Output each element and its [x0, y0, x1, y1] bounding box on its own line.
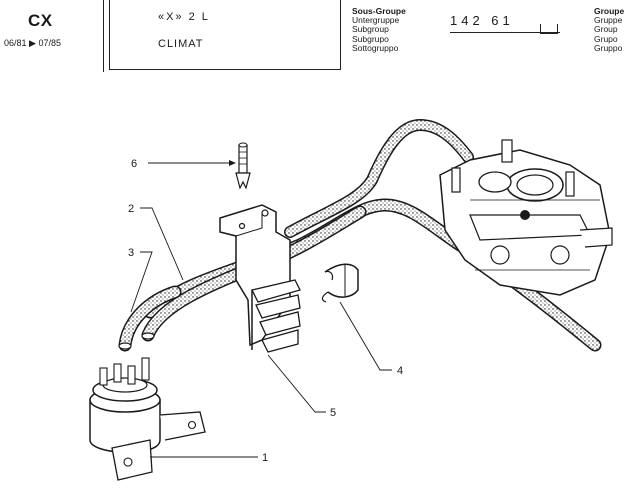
subgroup-labels: Sous-Groupe Untergruppe Subgroup Subgrup… — [352, 6, 406, 53]
group-label: Group — [594, 24, 618, 35]
actuator-part-1 — [89, 357, 206, 481]
callout-2: 2 — [128, 203, 134, 215]
engine-title: «X» 2 L — [158, 11, 210, 23]
subgroup-label: Subgroup — [352, 24, 389, 35]
number-box — [540, 24, 558, 34]
callout-1: 1 — [262, 452, 268, 464]
model-code: CX — [28, 11, 53, 30]
hose-part-3 — [118, 285, 182, 352]
title-box: «X» 2 L CLIMAT — [109, 0, 341, 70]
callout-3: 3 — [128, 247, 134, 259]
page-header: CX 06/81 ▶ 07/85 «X» 2 L CLIMAT Sous-Gro… — [0, 0, 635, 80]
subgroup-number-text: 142 61 — [450, 13, 514, 28]
subgroup-number: 142 61 — [450, 13, 560, 33]
callout-5: 5 — [330, 407, 336, 419]
group-label: Groupe — [594, 6, 625, 16]
upper-hose — [284, 118, 474, 238]
carburettor — [439, 139, 613, 296]
callout-6: 6 — [131, 158, 137, 170]
clip-part-5 — [251, 279, 301, 353]
group-label: Gruppe — [594, 15, 623, 26]
date-range: 06/81 ▶ 07/85 — [4, 38, 61, 48]
model-cell: CX 06/81 ▶ 07/85 — [0, 0, 104, 72]
clamp-part-4 — [321, 263, 359, 303]
subgroup-label: Subgrupo — [352, 33, 389, 44]
callout-4: 4 — [397, 365, 403, 377]
group-label: Grupo — [594, 33, 618, 44]
section-title: CLIMAT — [158, 38, 204, 50]
subgroup-label: Sottogruppo — [352, 42, 399, 53]
number-underline — [450, 32, 560, 33]
group-label: Gruppo — [594, 42, 623, 53]
subgroup-label: Sous-Groupe — [352, 6, 406, 16]
subgroup-label: Untergruppe — [352, 15, 400, 26]
callout-leaders: 6 2 3 4 5 1 — [128, 158, 403, 464]
group-labels: Groupe Gruppe Group Grupo Gruppo — [594, 6, 625, 53]
stud-part-6 — [235, 142, 251, 190]
